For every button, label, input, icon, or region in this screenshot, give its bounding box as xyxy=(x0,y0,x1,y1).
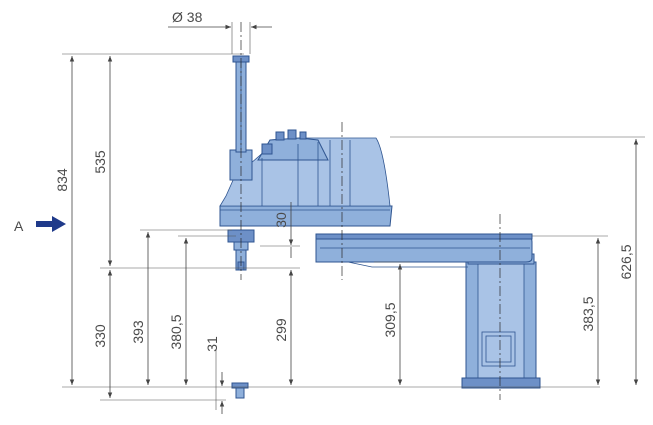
dimension-labels: Ø 38 834 535 330 393 380,5 31 30 299 309… xyxy=(54,9,634,352)
tool-31-label: 31 xyxy=(204,336,220,352)
tool-393-label: 393 xyxy=(130,320,146,344)
robot-body xyxy=(219,55,541,399)
view-label: A xyxy=(14,218,24,234)
diameter-label: Ø 38 xyxy=(172,9,203,25)
tool-380-5-label: 380,5 xyxy=(168,314,184,349)
tool-299-label: 299 xyxy=(273,318,289,342)
second-arm xyxy=(315,235,533,263)
flange-height-label: 30 xyxy=(273,212,289,228)
stroke-height-label: 535 xyxy=(92,150,108,174)
first-arm xyxy=(219,205,393,227)
arrow-right-icon xyxy=(36,216,66,232)
robot-base-plate xyxy=(461,377,541,389)
overall-height-label: 834 xyxy=(54,168,70,192)
center-lines xyxy=(240,22,501,400)
right-height-label: 626,5 xyxy=(618,244,634,279)
dimension-lines xyxy=(69,24,639,414)
arm-309-5-label: 309,5 xyxy=(382,302,398,337)
arm-height-label: 383,5 xyxy=(580,296,596,331)
extension-lines xyxy=(62,22,645,410)
connector-panel xyxy=(481,331,516,367)
view-a-indicator: A xyxy=(14,216,66,234)
base-height-label: 330 xyxy=(92,324,108,348)
